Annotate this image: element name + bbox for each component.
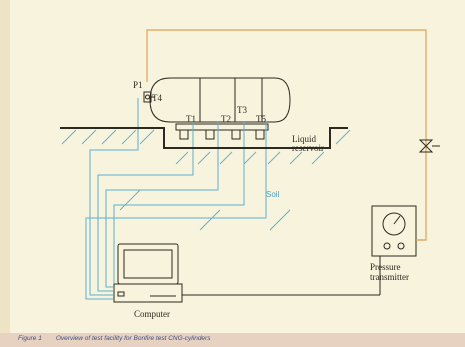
figure-caption: Figure 1 Overview of test facility for Bo…	[18, 335, 210, 342]
label-t1: T1	[186, 114, 196, 124]
pressure-transmitter-icon	[371, 205, 417, 257]
soil-hatching	[61, 129, 351, 231]
label-computer: Computer	[134, 309, 170, 319]
label-t3: T3	[237, 105, 247, 115]
caption-figure-number: Figure 1	[18, 335, 42, 342]
cylinder-valve	[143, 91, 155, 103]
computer-icon	[113, 243, 183, 303]
label-t5: T5	[256, 114, 266, 124]
panel-left-edge	[0, 0, 10, 333]
label-t2: T2	[221, 114, 231, 124]
cylinder-stand	[175, 123, 269, 140]
label-reservoir: reservoir	[292, 143, 324, 153]
valve-icon	[418, 139, 440, 153]
caption-text: Overview of test facility for Bonfire te…	[55, 335, 211, 342]
cng-cylinder	[149, 77, 291, 123]
label-pressure: Pressure	[370, 262, 401, 272]
thermocouple-wires	[85, 98, 267, 300]
label-p1: P1	[133, 80, 143, 90]
label-liquid: Liquid	[292, 134, 316, 144]
label-t4: T4	[152, 93, 162, 103]
diagram-panel	[0, 0, 465, 333]
label-transmitter: transmitter	[370, 272, 409, 282]
ground-pit	[60, 127, 348, 149]
label-soil: Soil	[266, 190, 280, 199]
